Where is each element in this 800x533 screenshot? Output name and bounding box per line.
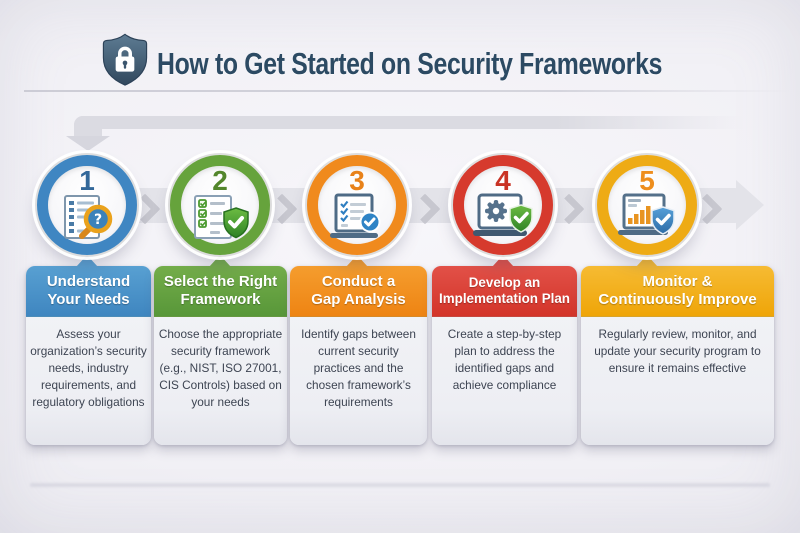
flow-connector-corner — [74, 116, 102, 137]
step-4-card: Develop an Implementation Plan Create a … — [432, 266, 577, 445]
step-4-badge: 4 — [453, 155, 553, 255]
step-5-pointer — [636, 255, 658, 267]
step-title-line1: Understand — [46, 273, 131, 291]
step-2-badge: 2 — [170, 155, 270, 255]
step-1-description: Assess your organization’s security need… — [30, 327, 147, 409]
step-1-group: 1 ? Understand Your Needs Assess your or… — [26, 0, 151, 533]
flow-connector-arrow — [74, 116, 764, 129]
step-4-group: 4 — [432, 0, 577, 533]
shield-lock-icon — [102, 33, 148, 86]
step-1-badge: 1 ? — [37, 155, 137, 255]
step-3-description: Identify gaps between current security p… — [301, 327, 416, 409]
laptop-gear-shield-icon — [473, 193, 533, 236]
step-number: 4 — [495, 165, 511, 196]
step-title-line1: Monitor & — [642, 273, 713, 291]
step-3-pointer — [346, 255, 368, 267]
step-3-card: Conduct a Gap Analysis Identify gaps bet… — [290, 266, 427, 445]
title-underline — [24, 90, 790, 92]
step-title-line2: Gap Analysis — [311, 291, 406, 308]
step-1-card: Understand Your Needs Assess your organi… — [26, 266, 151, 445]
flow-band-arrow-tip-icon — [736, 180, 764, 230]
document-magnifier-icon: ? — [64, 195, 113, 239]
step-2-title: Select the Right Framework — [154, 266, 287, 317]
step-title-line2: Continuously Improve — [598, 291, 757, 308]
step-5-description: Regularly review, monitor, and update yo… — [594, 327, 761, 375]
step-1-pointer — [76, 255, 98, 267]
step-title-line1: Develop an — [468, 275, 541, 291]
step-3-badge: 3 — [307, 155, 407, 255]
step-4-description: Create a step-by-step plan to address th… — [447, 327, 562, 392]
step-3-group: 3 Conduct a Gap Analysis Identify ga — [290, 0, 427, 533]
laptop-chart-shield-icon — [618, 193, 675, 235]
step-number: 5 — [639, 165, 655, 196]
step-5-group: 5 — [581, 0, 774, 533]
bottom-shadow-line — [30, 483, 770, 487]
laptop-checklist-icon — [330, 193, 381, 238]
page-title: How to Get Started on Security Framework… — [157, 46, 663, 81]
step-title-line2: Your Needs — [47, 291, 130, 308]
step-title-line1: Conduct a — [321, 273, 396, 291]
step-title-line2: Implementation Plan — [439, 291, 570, 306]
step-5-title: Monitor & Continuously Improve — [581, 266, 774, 317]
step-1-title: Understand Your Needs — [26, 266, 151, 317]
step-number: 3 — [349, 165, 365, 196]
step-number: 1 — [79, 165, 95, 196]
svg-text:?: ? — [94, 212, 102, 228]
step-2-card: Select the Right Framework Choose the ap… — [154, 266, 287, 445]
step-2-pointer — [209, 255, 231, 267]
step-title-line2: Framework — [180, 291, 261, 308]
step-5-card: Monitor & Continuously Improve Regularly… — [581, 266, 774, 445]
step-4-pointer — [492, 255, 514, 267]
flow-connector-arrowhead-icon — [66, 136, 110, 151]
step-4-title: Develop an Implementation Plan — [432, 266, 577, 317]
step-3-title: Conduct a Gap Analysis — [290, 266, 427, 317]
step-title-line1: Select the Right — [163, 273, 278, 291]
step-2-group: 2 — [154, 0, 287, 533]
step-number: 2 — [212, 165, 228, 196]
step-2-description: Choose the appropriate security framewor… — [158, 327, 283, 409]
checklist-shield-icon — [194, 195, 249, 239]
step-5-badge: 5 — [597, 155, 697, 255]
